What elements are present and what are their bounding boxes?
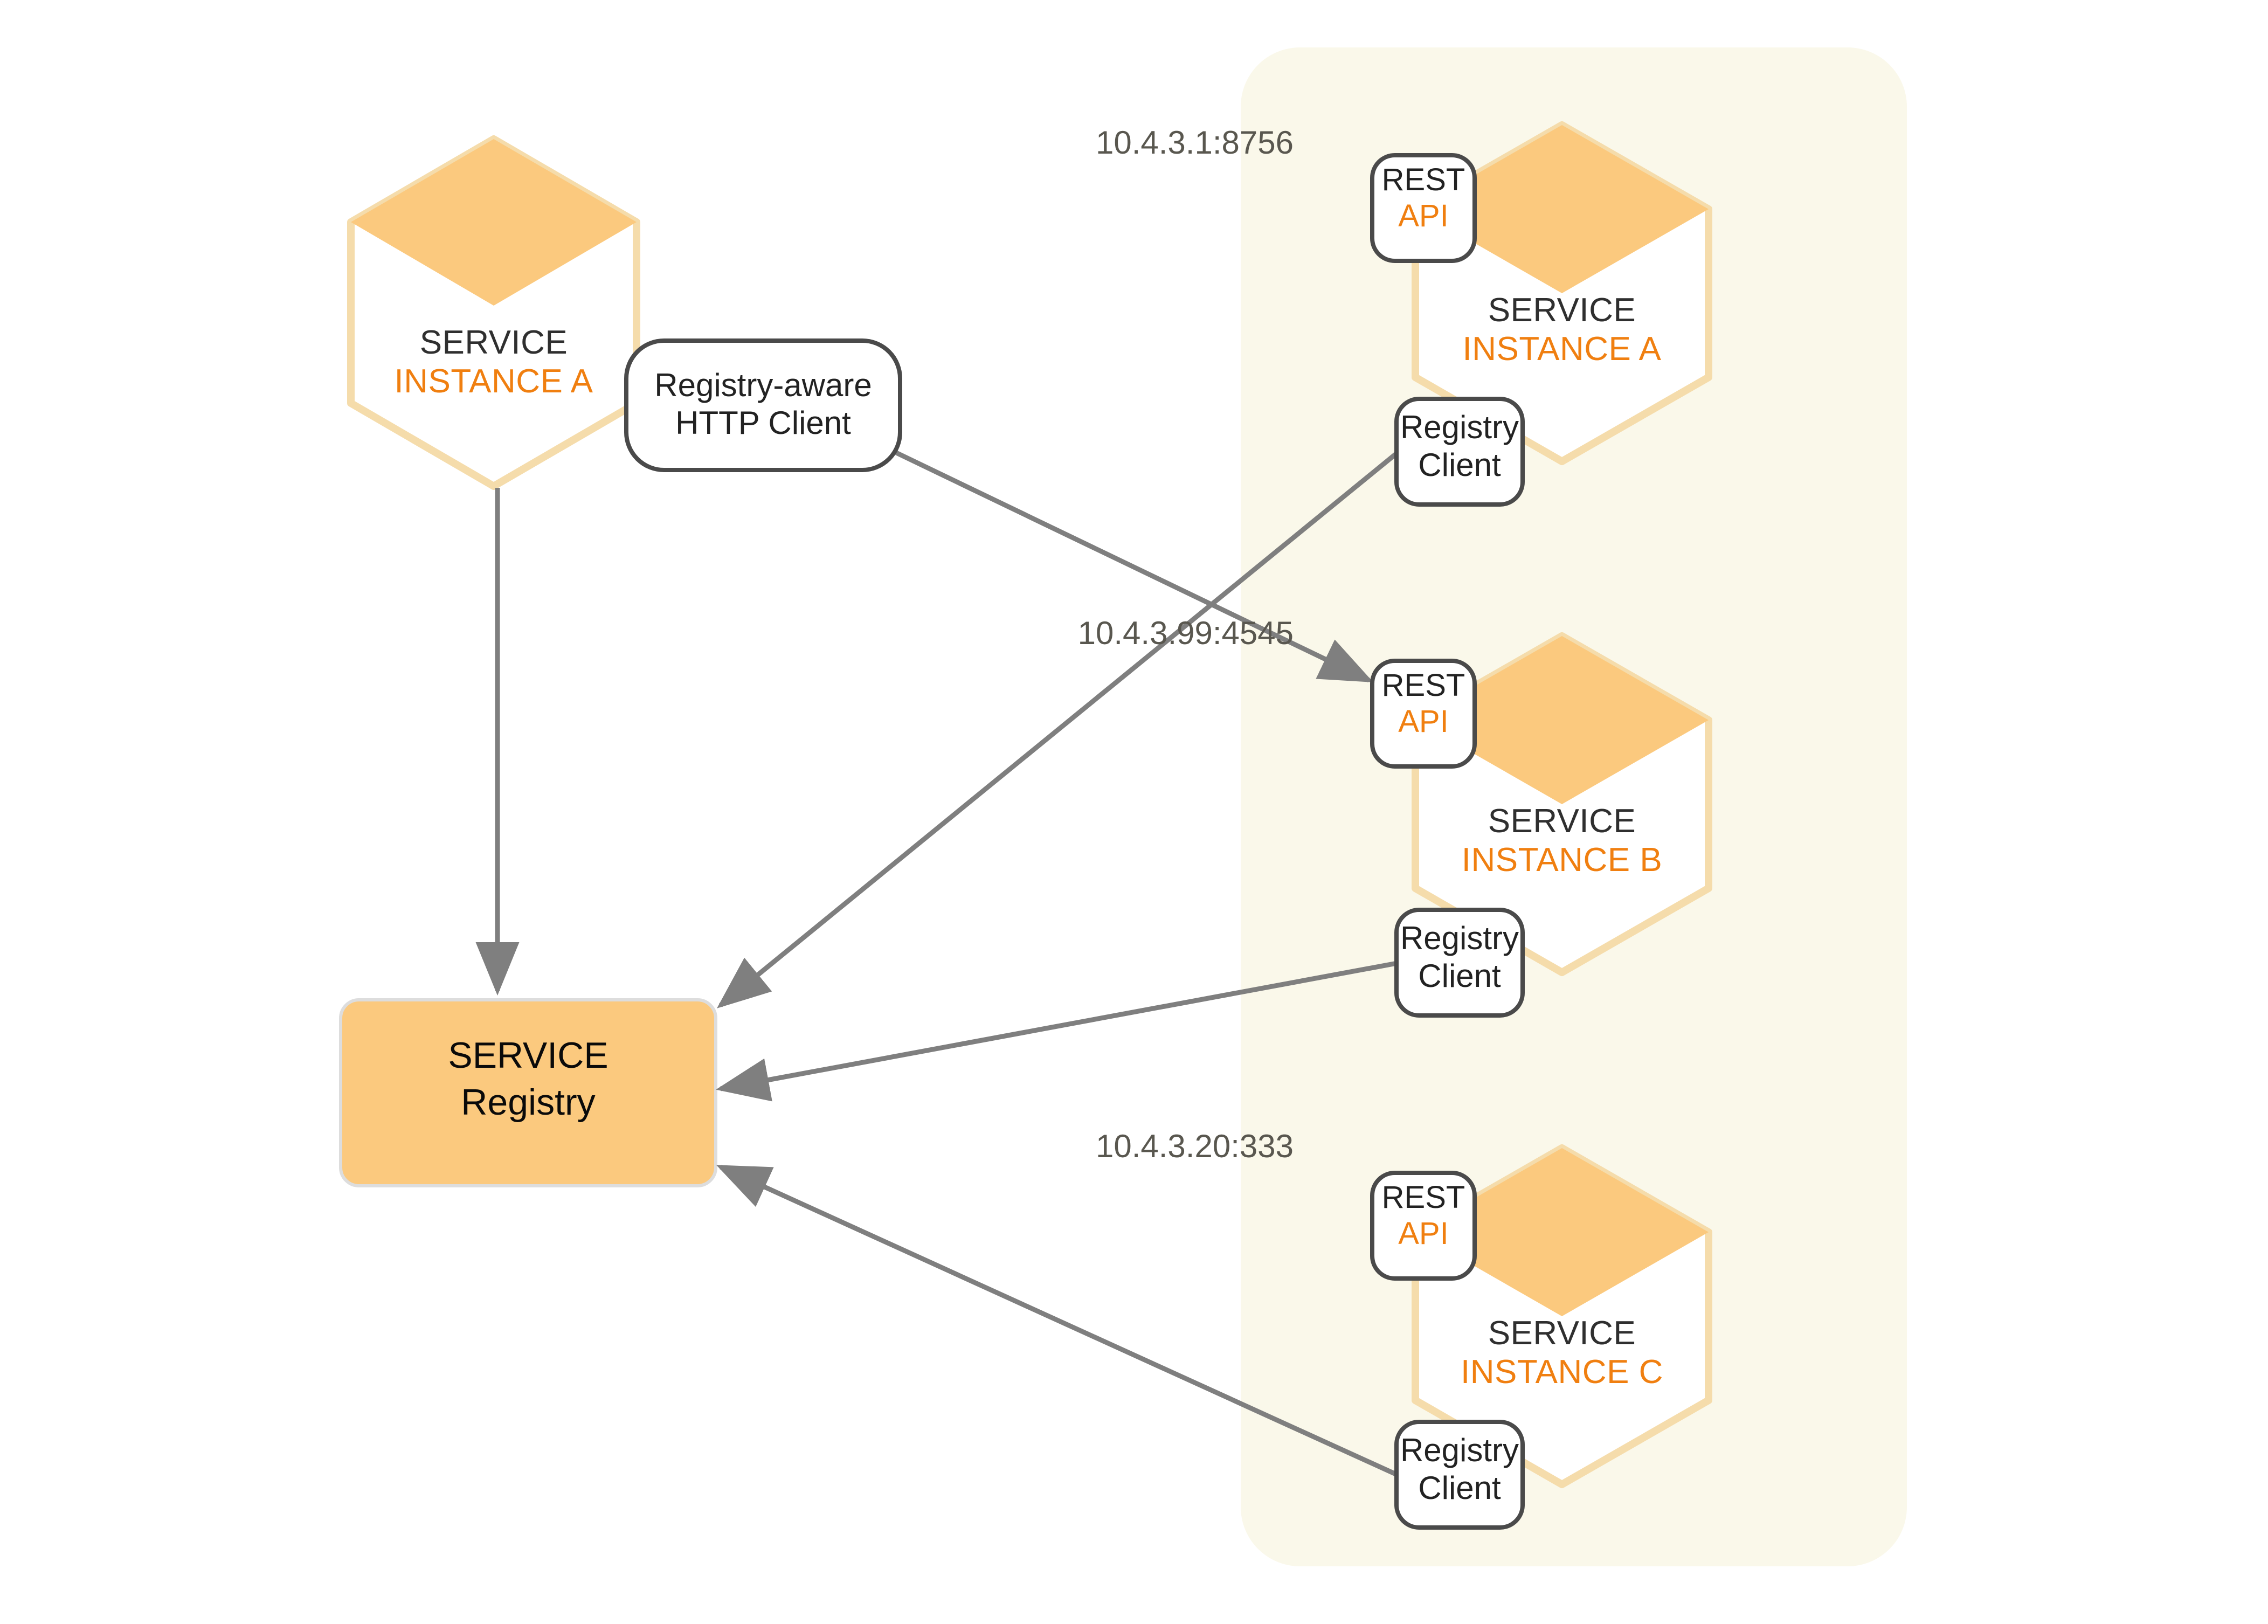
instance-b-registry-client-box[interactable] bbox=[1394, 908, 1525, 1018]
instance-b-hexagon bbox=[1412, 632, 1712, 976]
instance-c-registry-client-line2: Client bbox=[1418, 1469, 1501, 1506]
instance-b-instance: INSTANCE B bbox=[1461, 841, 1663, 879]
instance-a-instance: INSTANCE A bbox=[1462, 330, 1662, 368]
client-hexagon-label: SERVICE INSTANCE A bbox=[351, 323, 637, 401]
instance-b-address: 10.4.3.99:4545 bbox=[1077, 615, 1294, 651]
instance-a-registry-client-label: Registry Client bbox=[1396, 409, 1523, 483]
instance-a-hexagon-label: SERVICE INSTANCE A bbox=[1415, 291, 1709, 369]
registry-aware-http-client-box[interactable] bbox=[624, 338, 902, 472]
instance-c-rest-api-box[interactable] bbox=[1370, 1171, 1477, 1281]
service-registry-line1: SERVICE bbox=[448, 1035, 609, 1076]
instance-b-hexagon-label: SERVICE INSTANCE B bbox=[1415, 802, 1709, 880]
client-hexagon-title: SERVICE bbox=[419, 324, 568, 361]
instance-b-rest-api-label: REST API bbox=[1372, 667, 1475, 740]
instance-a-api-label: API bbox=[1398, 198, 1449, 234]
instance-a-address: 10.4.3.1:8756 bbox=[1095, 125, 1294, 161]
instance-c-registry-client-box[interactable] bbox=[1394, 1420, 1525, 1530]
service-registry-line2: Registry bbox=[461, 1082, 596, 1123]
arrow-instance-a-to-registry bbox=[717, 450, 1400, 1008]
instance-c-registry-client-line1: Registry bbox=[1400, 1432, 1519, 1468]
instance-c-hexagon-label: SERVICE INSTANCE C bbox=[1415, 1314, 1709, 1392]
instance-a-registry-client-box[interactable] bbox=[1394, 397, 1525, 507]
instance-b-rest-label: REST bbox=[1381, 668, 1465, 703]
instance-a-registry-client-line2: Client bbox=[1418, 446, 1501, 483]
service-registry-label: SERVICE Registry bbox=[341, 1032, 716, 1126]
instance-a-rest-api-label: REST API bbox=[1372, 162, 1475, 234]
instance-c-instance: INSTANCE C bbox=[1461, 1353, 1663, 1391]
arrow-instance-c-to-registry bbox=[716, 1164, 1398, 1477]
instance-a-rest-api-box[interactable] bbox=[1370, 153, 1477, 263]
instance-c-rest-api-label: REST API bbox=[1372, 1179, 1475, 1252]
instance-c-registry-client-label: Registry Client bbox=[1396, 1432, 1523, 1506]
instance-c-title: SERVICE bbox=[1488, 1315, 1636, 1352]
arrow-instance-b-to-registry bbox=[716, 960, 1398, 1102]
instance-c-rest-label: REST bbox=[1381, 1180, 1465, 1215]
instance-a-hexagon bbox=[1412, 121, 1712, 465]
service-registry-box[interactable] bbox=[339, 998, 717, 1187]
http-client-line1: Registry-aware bbox=[654, 367, 872, 403]
instance-c-hexagon bbox=[1412, 1144, 1712, 1488]
client-hexagon-instance: INSTANCE A bbox=[394, 362, 593, 400]
instance-b-api-label: API bbox=[1398, 704, 1449, 740]
instance-b-title: SERVICE bbox=[1488, 803, 1636, 840]
instance-a-registry-client-line1: Registry bbox=[1400, 409, 1519, 445]
client-hexagon bbox=[347, 135, 640, 490]
instance-b-registry-client-line1: Registry bbox=[1400, 920, 1519, 956]
instance-b-registry-client-label: Registry Client bbox=[1396, 920, 1523, 994]
instance-c-api-label: API bbox=[1398, 1216, 1449, 1252]
http-client-line2: HTTP Client bbox=[675, 404, 851, 441]
instance-a-rest-label: REST bbox=[1381, 162, 1465, 197]
instance-c-address: 10.4.3.20:333 bbox=[1095, 1128, 1294, 1164]
registry-aware-http-client-label: Registry-aware HTTP Client bbox=[626, 367, 900, 441]
arrow-httpclient-to-instance-b-api bbox=[895, 450, 1374, 683]
instance-b-registry-client-line2: Client bbox=[1418, 957, 1501, 994]
instance-b-rest-api-box[interactable] bbox=[1370, 659, 1477, 769]
instance-a-title: SERVICE bbox=[1488, 292, 1636, 329]
